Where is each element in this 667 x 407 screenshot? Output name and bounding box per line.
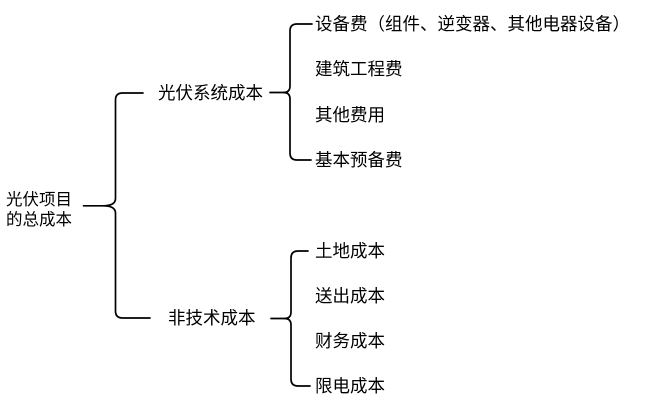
root-node-label: 光伏项目 的总成本: [6, 190, 72, 230]
root-label-line1: 光伏项目: [6, 191, 72, 209]
non-technical-brace: [283, 250, 311, 387]
leaf-transmission-cost-label: 送出成本: [315, 286, 385, 306]
root-brace: [102, 92, 151, 319]
branch-non-technical-cost-label: 非技术成本: [168, 308, 256, 328]
leaf-equipment-cost-label: 设备费（组件、逆变器、其他电器设备）: [315, 14, 630, 34]
leaf-land-cost-label: 土地成本: [315, 241, 385, 261]
pv-system-brace: [282, 23, 313, 161]
leaf-curtailment-cost-label: 限电成本: [315, 376, 385, 396]
leaf-financial-cost-label: 财务成本: [315, 331, 385, 351]
branch-pv-system-cost-label: 光伏系统成本: [158, 83, 263, 103]
leaf-other-fees-label: 其他费用: [315, 105, 385, 125]
leaf-basic-reserve-fee-label: 基本预备费: [315, 150, 403, 170]
leaf-construction-cost-label: 建筑工程费: [315, 59, 403, 79]
root-label-line2: 的总成本: [6, 211, 72, 229]
